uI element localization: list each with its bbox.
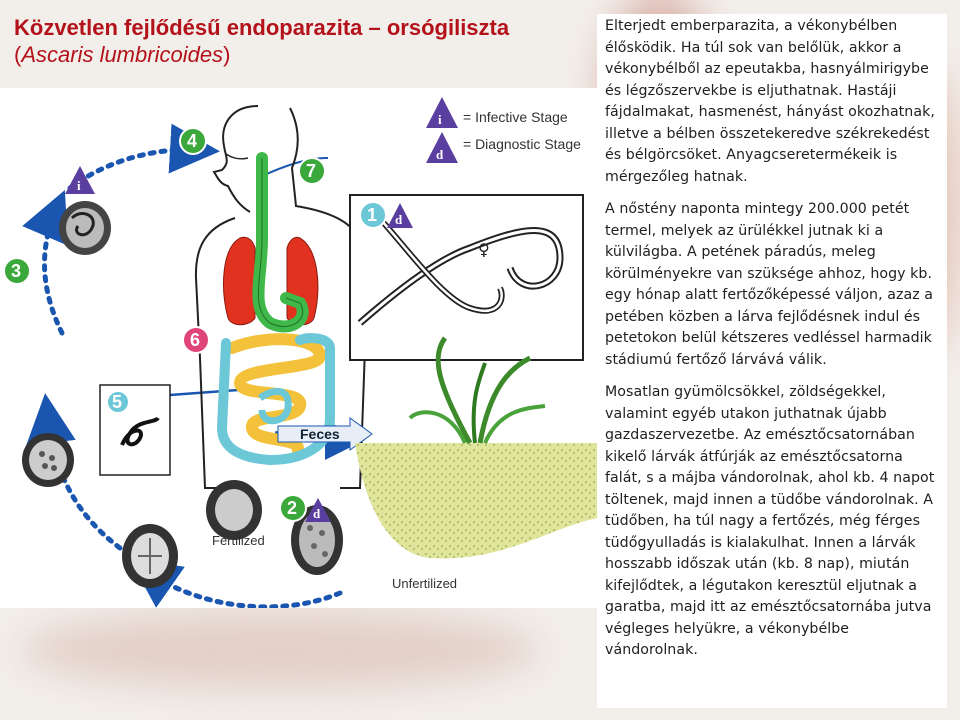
soil-grass: [355, 338, 597, 558]
svg-text:= Diagnostic Stage: = Diagnostic Stage: [463, 136, 581, 152]
fertilized-egg-2: [206, 480, 262, 540]
larva-panel: 5: [100, 385, 170, 475]
svg-text:d: d: [313, 506, 321, 521]
egg-developing: [22, 433, 74, 487]
svg-text:6: 6: [190, 330, 200, 350]
female-symbol: ♀: [478, 240, 490, 259]
adult-worm-panel: ♀ 1 d: [350, 195, 583, 360]
title-main: Közvetlen fejlődésű endoparazita – orsóg…: [14, 14, 589, 41]
fertilized-label: Fertilized: [212, 533, 265, 548]
fertilized-egg: [122, 524, 178, 588]
svg-text:1: 1: [367, 205, 377, 225]
scientific-name: Ascaris lumbricoides: [21, 42, 223, 67]
svg-text:Feces: Feces: [300, 426, 340, 442]
step-4: 4: [180, 128, 206, 154]
infective-stage-triangle-icon: [426, 97, 458, 128]
svg-text:d: d: [395, 212, 403, 227]
svg-text:d: d: [436, 147, 444, 162]
svg-text:3: 3: [11, 261, 21, 281]
description-panel: Elterjedt emberparazita, a vékonybélben …: [597, 14, 947, 708]
paragraph-2: A nőstény naponta mintegy 200.000 petét …: [605, 199, 937, 371]
life-cycle-diagram: 4 7 6 3 i = Infective Stage d = Diagnost…: [0, 88, 597, 608]
title-scientific: (Ascaris lumbricoides): [14, 41, 589, 68]
paragraph-1: Elterjedt emberparazita, a vékonybélben …: [605, 16, 937, 188]
step-3: 3: [4, 258, 30, 284]
background-decoration: [20, 610, 540, 690]
svg-text:7: 7: [306, 161, 316, 181]
step-7: 7: [299, 158, 325, 184]
svg-text:= Infective Stage: = Infective Stage: [463, 109, 568, 125]
svg-text:2: 2: [287, 498, 297, 518]
svg-text:5: 5: [112, 392, 122, 412]
step-6: 6: [183, 327, 209, 353]
page-title: Közvetlen fejlődésű endoparazita – orsóg…: [14, 14, 589, 68]
svg-text:i: i: [77, 178, 81, 193]
svg-text:i: i: [438, 112, 442, 127]
unfertilized-label: Unfertilized: [392, 576, 457, 591]
paragraph-3: Mosatlan gyümölcsökkel, zöldségekkel, va…: [605, 382, 937, 662]
svg-text:4: 4: [187, 131, 197, 151]
legend: i = Infective Stage d = Diagnostic Stage: [426, 97, 581, 163]
embryonated-egg: [59, 201, 111, 255]
